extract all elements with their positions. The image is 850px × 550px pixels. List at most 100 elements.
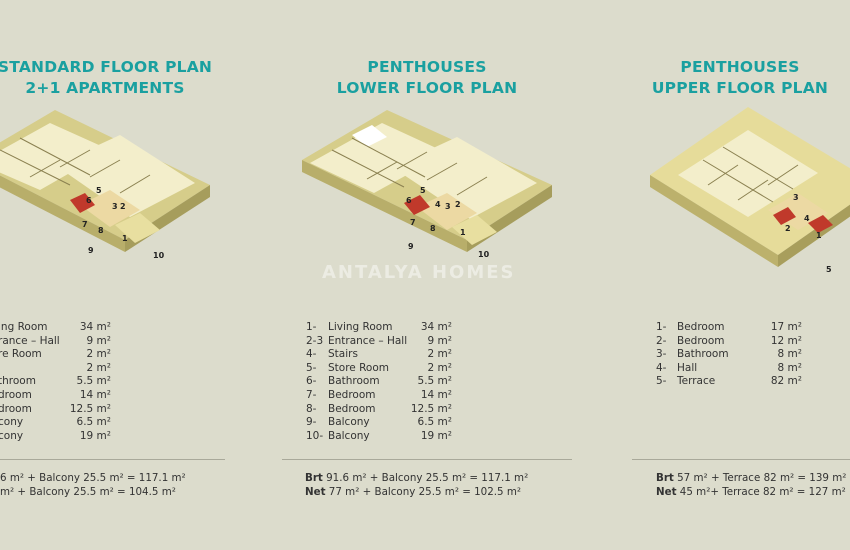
plan-label: 2 [120,202,126,211]
room-row: 9- Balcony 6.5 m² [306,416,476,430]
room-area: 9 m² [427,334,452,347]
room-number: 7- [306,388,317,401]
plan-label: 8 [430,224,436,233]
room-number: 1- [656,321,667,333]
plan-label: 10 [478,250,490,259]
room-row: 2 m² [0,362,160,376]
plan-label: 1 [460,228,466,237]
room-number: 3- [656,348,667,361]
panel-title: PENTHOUSES UPPER FLOOR PLAN [630,57,850,99]
room-row: 10- Balcony 19 m² [306,430,476,444]
plan-label: 4 [435,200,441,209]
title-line2: LOWER FLOOR PLAN [336,79,518,97]
room-area: 12 m² [770,334,802,347]
room-area: 8 m² [777,348,802,361]
plan-label: 5 [826,265,832,274]
room-name: Entrance – Hall [328,334,408,347]
room-name: droom [0,388,32,401]
room-area: 2 m² [427,348,452,361]
room-area: 14 m² [79,388,111,401]
room-row: droom 14 m² [0,389,160,403]
totals: 6 m² + Balcony 25.5 m² = 117.1 m² m² + B… [0,472,186,499]
plan-label: 7 [410,218,416,227]
room-area: 6.5 m² [417,416,452,429]
plan-label: 2 [785,224,791,233]
totals: Brt 91.6 m² + Balcony 25.5 m² = 117.1 m²… [305,472,528,499]
room-number: 10- [306,429,324,442]
room-name: Balcony [328,429,370,442]
panel-penthouse-lower: PENTHOUSES LOWER FLOOR PLAN 5 6 4 3 2 7 … [282,0,572,550]
room-row: 5- Terrace 82 m² [656,375,826,389]
room-area: 19 m² [420,429,452,442]
room-name: cony [0,429,24,442]
totals-gross: 6 m² + Balcony 25.5 m² = 117.1 m² [0,472,186,484]
room-name: droom [0,402,32,415]
room-area: 34 m² [79,321,111,333]
plan-label: 1 [122,234,128,243]
room-area: 9 m² [86,334,111,347]
title-line1: PENTHOUSES [680,58,800,76]
room-area: 34 m² [420,321,452,333]
watermark: ANTALYA HOMES [322,262,516,283]
room-row: droom 12.5 m² [0,403,160,417]
room-row: rance – Hall 9 m² [0,335,160,349]
room-name: Living Room [328,321,393,333]
floor-plan-illustration: 5 6 4 3 2 7 8 9 1 10 [302,110,552,259]
plan-label: 3 [112,202,118,211]
room-number: 8- [306,402,317,415]
room-area: 8 m² [777,361,802,374]
room-area: 19 m² [79,429,111,442]
room-name: Balcony [328,416,370,429]
room-area: 12.5 m² [69,402,111,415]
room-row: ing Room 34 m² [0,321,160,335]
plan-label: 3 [793,193,799,202]
room-name: Bathroom [677,348,729,361]
divider [632,459,850,460]
room-number: 5- [656,375,667,388]
plan-label: 9 [88,246,94,255]
room-name: ing Room [0,321,48,333]
room-area: 17 m² [770,321,802,333]
room-row: 3- Bathroom 8 m² [656,348,826,362]
floor-plan-illustration: 5 6 3 2 8 7 9 1 10 [0,110,210,260]
room-area: 12.5 m² [410,402,452,415]
room-area: 6.5 m² [76,416,111,429]
floor-plan-illustration: 3 4 2 1 5 [650,107,850,274]
totals-gross: Brt 91.6 m² + Balcony 25.5 m² = 117.1 m² [305,472,529,484]
room-number: 2- [656,334,667,347]
plan-label: 4 [804,214,810,223]
plan-label: 6 [406,196,412,205]
room-number: 5- [306,361,317,374]
plan-label: 7 [82,220,88,229]
totals: Brt 57 m² + Terrace 82 m² = 139 m² Net 4… [656,472,846,499]
plan-label: 2 [455,200,461,209]
plan-label: 10 [153,251,165,260]
room-row: 8- Bedroom 12.5 m² [306,403,476,417]
room-area: 2 m² [86,348,111,361]
panel-title: PENTHOUSES LOWER FLOOR PLAN [282,57,572,99]
room-area: 2 m² [86,361,111,374]
room-number: 9- [306,416,317,429]
room-name: Terrace [677,375,716,388]
room-row: cony 19 m² [0,430,160,444]
plan-label: 3 [445,202,451,211]
room-name: Bedroom [328,402,376,415]
room-area: 14 m² [420,388,452,401]
divider [282,459,572,460]
plan-label: 6 [86,196,92,205]
totals-net: m² + Balcony 25.5 m² = 104.5 m² [0,485,176,498]
title-line2: UPPER FLOOR PLAN [651,79,829,97]
room-area: 82 m² [770,375,802,388]
room-name: rance – Hall [0,334,60,347]
title-line2: 2+1 APARTMENTS [25,79,185,97]
room-name: Bedroom [677,334,725,347]
